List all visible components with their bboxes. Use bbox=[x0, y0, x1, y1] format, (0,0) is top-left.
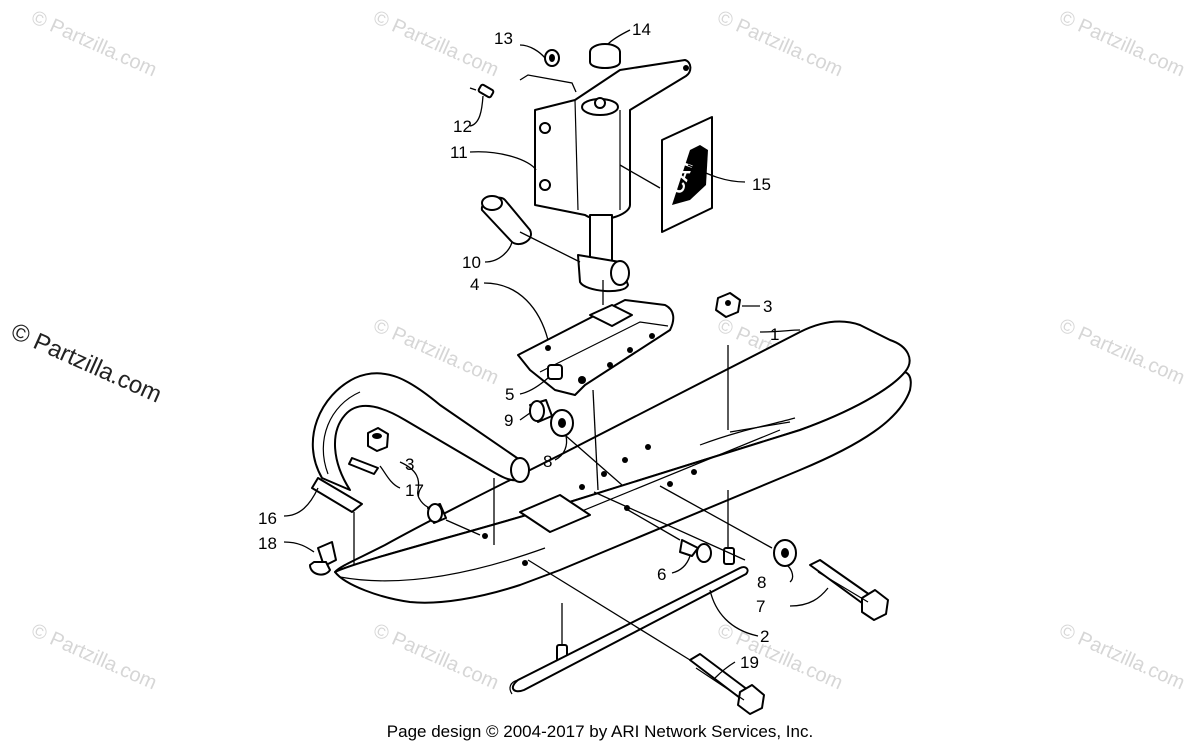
callout-13: 13 bbox=[494, 29, 513, 48]
spacer-part bbox=[547, 364, 563, 380]
watermark: © Partzilla.com bbox=[28, 6, 160, 81]
decal-part: CAT bbox=[661, 116, 713, 233]
callout-4: 4 bbox=[470, 275, 479, 294]
saddle-part bbox=[517, 299, 675, 396]
washer-part bbox=[550, 409, 574, 437]
watermark: © Partzilla.com bbox=[28, 619, 160, 694]
bolt-part bbox=[309, 541, 337, 576]
watermark: © Partzilla.com bbox=[370, 619, 502, 694]
callout-3: 3 bbox=[405, 455, 414, 474]
callout-1: 1 bbox=[770, 325, 779, 344]
watermark: © Partzilla.com bbox=[370, 6, 502, 81]
stud-part bbox=[556, 547, 735, 662]
callout-17: 17 bbox=[405, 481, 424, 500]
callout-14: 14 bbox=[632, 20, 651, 39]
bolt-part bbox=[809, 559, 889, 621]
callout-7: 7 bbox=[756, 597, 765, 616]
cap-part bbox=[589, 43, 621, 69]
callout-8: 8 bbox=[757, 573, 766, 592]
callout-2: 2 bbox=[760, 627, 769, 646]
callout-18: 18 bbox=[258, 534, 277, 553]
watermark: © Partzilla.com bbox=[1056, 619, 1188, 694]
ski-loop-part bbox=[311, 372, 530, 513]
callout-15: 15 bbox=[752, 175, 771, 194]
bushing-part bbox=[427, 503, 447, 524]
bolt-part bbox=[679, 539, 712, 563]
bolt-part bbox=[689, 653, 765, 715]
callout-16: 16 bbox=[258, 509, 277, 528]
callout-19: 19 bbox=[740, 653, 759, 672]
watermark: © Partzilla.com bbox=[714, 6, 846, 81]
callout-10: 10 bbox=[462, 253, 481, 272]
spindle-part bbox=[534, 59, 692, 293]
spacer-part bbox=[348, 457, 379, 475]
callout-9: 9 bbox=[504, 411, 513, 430]
washer-part bbox=[773, 539, 797, 567]
nut-part bbox=[367, 427, 389, 452]
watermark: © Partzilla.com bbox=[1056, 314, 1188, 389]
ski-part bbox=[334, 320, 912, 604]
screw-part bbox=[477, 83, 495, 99]
callout-5: 5 bbox=[505, 385, 514, 404]
leader-lines bbox=[283, 29, 829, 679]
callout-11: 11 bbox=[450, 143, 468, 162]
callout-labels: 1 2 3 3 4 5 6 7 8 8 9 10 11 12 13 14 15 … bbox=[258, 20, 779, 672]
callout-6: 6 bbox=[657, 565, 666, 584]
callout-8: 8 bbox=[543, 452, 552, 471]
bushing-part bbox=[480, 195, 532, 246]
callout-12: 12 bbox=[453, 117, 472, 136]
nut-part bbox=[544, 49, 560, 67]
callout-3: 3 bbox=[763, 297, 772, 316]
nut-part bbox=[715, 292, 741, 318]
wear-rod-part bbox=[509, 566, 749, 695]
watermark: © Partzilla.com bbox=[1056, 6, 1188, 81]
bushing-part bbox=[529, 399, 553, 423]
footer-credit: Page design © 2004-2017 by ARI Network S… bbox=[386, 722, 814, 741]
